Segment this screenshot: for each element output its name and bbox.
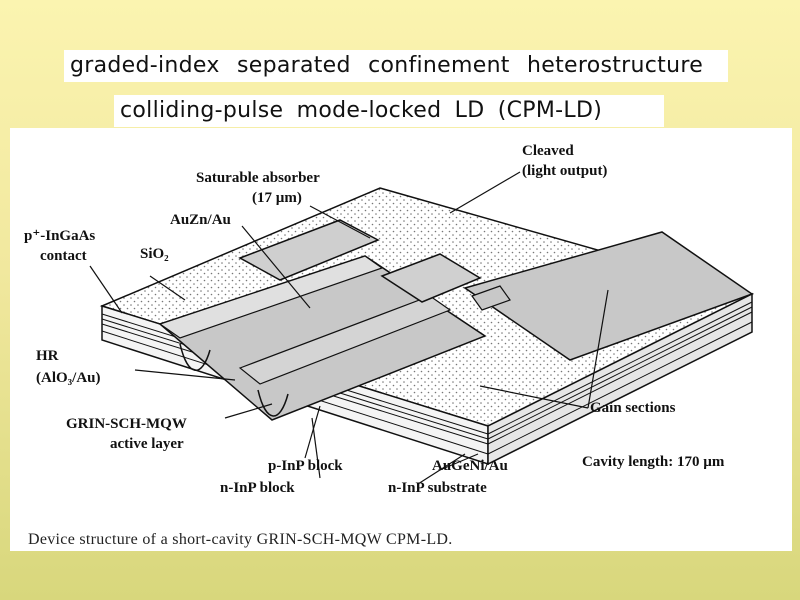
label-n-inp-block: n-InP block (220, 480, 295, 496)
device-structure-diagram: Cleaved (light output) Saturable absorbe… (24, 143, 755, 548)
label-light-output: (light output) (522, 163, 607, 179)
label-sa-width: (17 µm) (252, 190, 302, 206)
callout-lines (89, 171, 609, 485)
label-contact-line2: contact (40, 248, 87, 264)
ridge-left (158, 255, 384, 339)
label-auzn-au: AuZn/Au (170, 212, 231, 228)
figure-caption: Device structure of a short-cavity GRIN-… (28, 531, 453, 548)
label-hr: HR (36, 348, 59, 364)
label-augeni-au: AuGeNi/Au (432, 458, 508, 474)
label-active-line2: active layer (110, 436, 184, 452)
saturable-absorber-lead (471, 285, 511, 311)
label-gain-sections: Gain sections (590, 400, 676, 416)
label-p-inp-block: p-InP block (268, 458, 343, 474)
ridge-left-lower (238, 295, 452, 385)
label-cleaved: Cleaved (522, 143, 574, 159)
trenches (179, 343, 289, 417)
gain-section-right (463, 231, 754, 361)
title-line-2: colliding-pulse mode-locked LD (CPM-LD) (114, 95, 664, 127)
label-cavity-length: Cavity length: 170 µm (582, 454, 725, 470)
label-hr-coating: (AlO₃/Au) (36, 370, 101, 386)
saturable-absorber (380, 253, 482, 303)
label-sio2: SiO₂ (140, 246, 169, 262)
title-line-1: graded-index separated confinement heter… (64, 50, 728, 82)
label-active-line1: GRIN-SCH-MQW (66, 416, 187, 432)
label-n-inp-substrate: n-InP substrate (388, 480, 487, 496)
label-saturable-absorber: Saturable absorber (196, 170, 320, 186)
label-contact-line1: p⁺-InGaAs (24, 228, 95, 244)
diagram-panel: Cleaved (light output) Saturable absorbe… (10, 128, 792, 551)
